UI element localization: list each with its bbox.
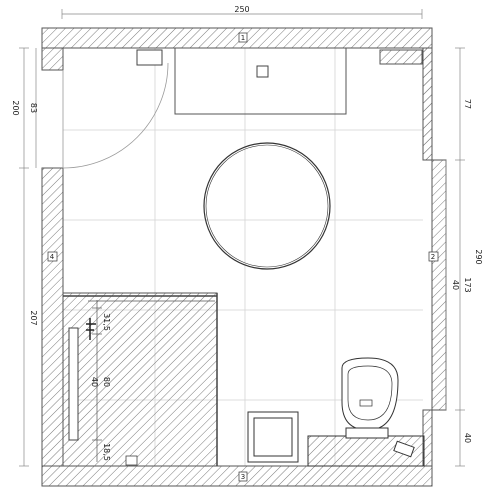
dim-right-bottom: 40 [463,433,472,443]
shower-dim-d: 18,5 [102,443,111,461]
dim-right-mid-inner: 40 [451,280,460,290]
wall-number-top: 1 [241,34,245,42]
wall-top [41,27,433,49]
door-swing [62,62,169,169]
dim-left-lower: 207 [29,310,38,325]
shower-area: 31,5 80 40 18,5 [62,292,218,467]
wall-corner-block [379,49,423,65]
walls [41,27,447,487]
wall-number-left: 4 [50,253,55,261]
wall-markers [47,32,439,482]
wall-number-right: 2 [431,253,435,261]
shower-dim-b: 80 [102,377,111,387]
dim-left-upper-inner: 83 [29,103,38,113]
vent-box [136,49,163,66]
wall-bottom [41,465,433,487]
stool [247,411,299,463]
round-mat-inner [205,144,329,268]
wall-number-bottom: 3 [241,473,245,481]
dim-right-total: 290 [474,249,483,264]
wall-left-lower [41,167,64,467]
dim-right-top: 77 [463,99,472,109]
shower-drain [125,455,138,466]
dim-left-upper-outer: 200 [11,100,20,115]
shower-bench [68,327,79,441]
bathtub-outline [174,47,347,115]
round-mat [203,142,331,270]
wall-left-upper [41,47,64,71]
shower-dim-a: 31,5 [102,313,111,331]
toilet-icon [307,357,425,467]
shower-dim-c: 40 [90,377,99,387]
dim-right-mid: 173 [463,277,472,292]
drain-square [256,65,269,78]
dimension-lines [19,9,465,467]
shower-tap-icon [86,318,96,340]
dim-top-width: 250 [234,5,249,14]
